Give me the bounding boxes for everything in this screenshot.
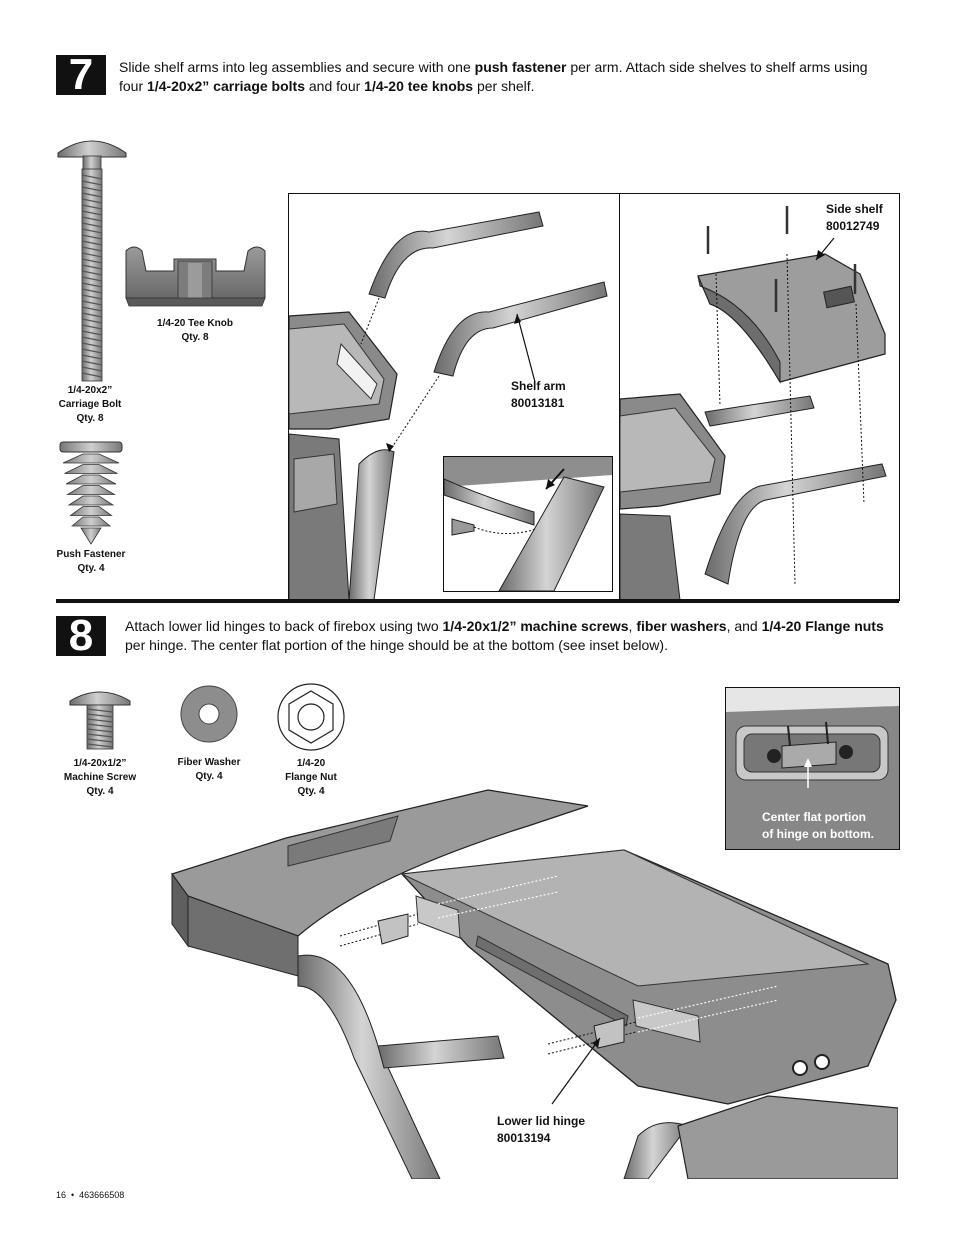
step-divider <box>56 599 899 603</box>
text-run: per arm. Attach side shelves to shelf ar… <box>119 59 868 94</box>
fiber-washer-icon <box>180 685 238 743</box>
bold-term: push fastener <box>474 59 567 75</box>
text-run: , <box>628 618 637 634</box>
carriage-bolt-icon <box>57 140 127 382</box>
text-run: per shelf. <box>473 78 535 94</box>
shelf-arm-diagram: Shelf arm 80013181 <box>288 193 620 601</box>
side-shelf-callout: Side shelf 80012749 <box>826 201 883 235</box>
label-line: Qty. 8 <box>76 413 104 424</box>
text-run: Attach lower lid hinges to back of fireb… <box>125 618 443 634</box>
label-line: Push Fastener <box>56 549 126 560</box>
hinge-inset-illustration <box>726 688 899 788</box>
grill-leg-illustration <box>289 211 608 600</box>
label-line: Qty. 4 <box>195 771 223 782</box>
label-line: 1/4-20x2” <box>67 385 113 396</box>
label-line: Qty. 8 <box>181 332 209 343</box>
machine-screw-icon <box>69 691 131 750</box>
label-line: Side shelf <box>826 202 883 216</box>
step-8-instructions: Attach lower lid hinges to back of fireb… <box>125 617 895 655</box>
flange-nut-icon <box>277 683 345 751</box>
bold-term: 1/4-20 Flange nuts <box>761 618 884 634</box>
lower-lid-hinge-callout: Lower lid hinge 80013194 <box>497 1113 585 1147</box>
text-run: Slide shelf arms into leg assemblies and… <box>119 59 475 75</box>
hinge-orientation-inset: Center flat portion of hinge on bottom. <box>725 687 900 850</box>
hinge-inset-caption: Center flat portion of hinge on bottom. <box>762 809 874 843</box>
push-fastener-inset-illustration <box>444 457 612 591</box>
label-line: Flange Nut <box>285 772 337 783</box>
side-shelf-illustration <box>620 206 887 600</box>
bold-term: 1/4-20x1/2” machine screws <box>442 618 629 634</box>
side-shelf-diagram: Side shelf 80012749 <box>619 193 900 601</box>
label-line: 80013194 <box>497 1131 551 1145</box>
shelf-arm-callout: Shelf arm 80013181 <box>511 378 566 412</box>
label-line: 1/4-20x1/2” <box>73 758 127 769</box>
label-line: Center flat portion <box>762 810 866 824</box>
label-line: 1/4-20 <box>296 758 326 769</box>
bold-term: 1/4-20 tee knobs <box>364 78 474 94</box>
label-line: Qty. 4 <box>86 786 114 797</box>
step-7-number: 7 <box>56 53 106 97</box>
push-fastener-icon <box>59 441 123 545</box>
text-run: and four <box>305 78 365 94</box>
text-run: , and <box>726 618 762 634</box>
step-7-instructions: Slide shelf arms into leg assemblies and… <box>119 58 889 96</box>
tee-knob-icon <box>125 246 266 307</box>
label-line: Lower lid hinge <box>497 1114 586 1128</box>
label-line: Carriage Bolt <box>58 399 122 410</box>
firebox-hinge-illustration <box>171 789 898 1179</box>
label-line: 80012749 <box>826 219 880 233</box>
label-line: of hinge on bottom. <box>762 827 874 841</box>
label-line: 80013181 <box>511 396 565 410</box>
step-8-number: 8 <box>56 614 106 658</box>
label-line: Qty. 4 <box>297 786 325 797</box>
page-footer: 16 • 463666508 <box>56 1190 125 1200</box>
label-line: Qty. 4 <box>77 563 105 574</box>
bold-term: fiber washers <box>636 618 727 634</box>
label-line: 1/4-20 Tee Knob <box>157 318 233 329</box>
label-line: Shelf arm <box>511 379 566 393</box>
label-line: Fiber Washer <box>177 757 241 768</box>
text-run: per hinge. The center flat portion of th… <box>125 637 668 653</box>
push-fastener-inset <box>443 456 613 592</box>
bold-term: 1/4-20x2” carriage bolts <box>147 78 305 94</box>
label-line: Machine Screw <box>63 772 137 783</box>
